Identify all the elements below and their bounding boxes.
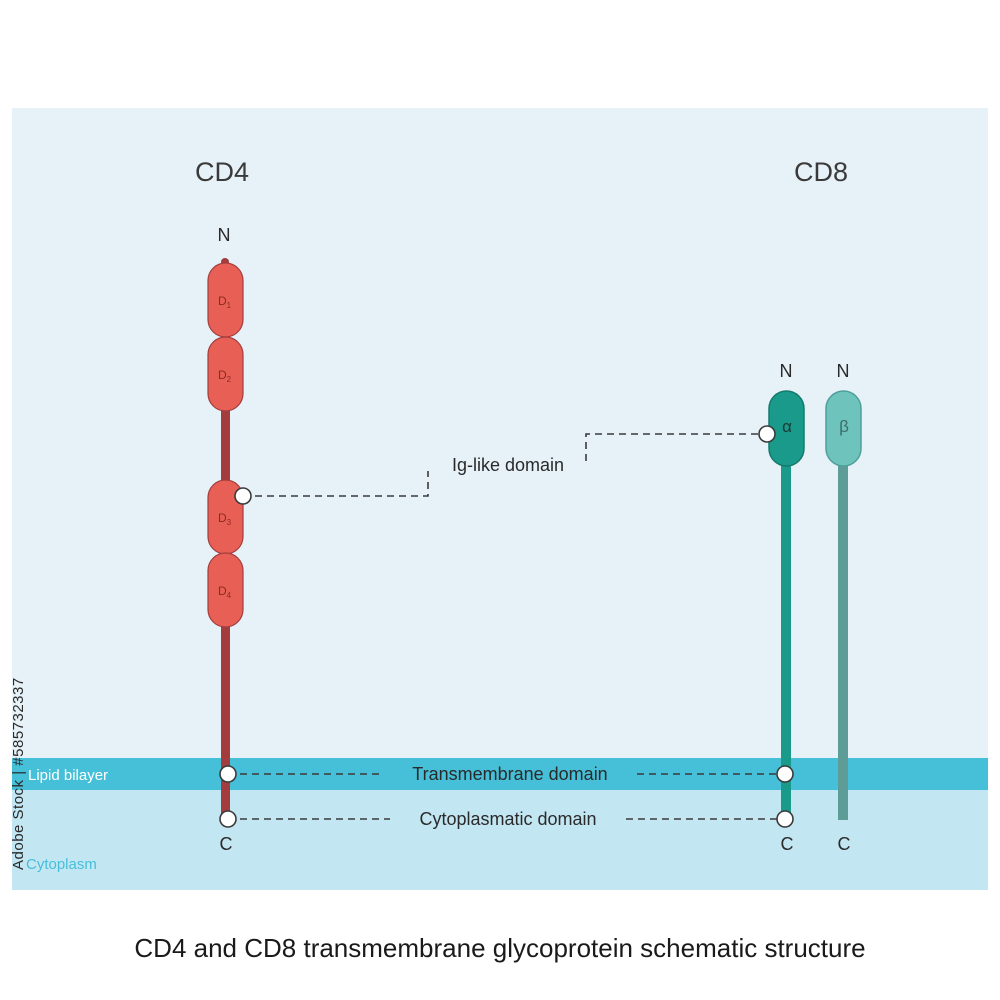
ig-like-pin-cd4 — [234, 487, 252, 505]
cytoplasmatic-pin-cd8 — [776, 810, 794, 828]
cytoplasm-label: Cytoplasm — [26, 856, 97, 873]
cd8-alpha-stalk — [781, 455, 791, 817]
ig-like-annotation: Ig-like domain — [234, 425, 776, 505]
ig-like-leader-right — [585, 433, 767, 461]
ig-like-leader-left — [243, 471, 429, 497]
ig-like-pin-cd8 — [758, 425, 776, 443]
cd8-beta-stalk — [838, 455, 848, 820]
cytoplasm-region — [12, 790, 988, 890]
cd8-beta-symbol: β — [839, 417, 849, 436]
cd8-beta-c-terminus: C — [838, 834, 851, 854]
cd8-alpha-chain: N α C — [768, 361, 805, 854]
cd4-c-terminus: C — [220, 834, 233, 854]
cytoplasmatic-pin-cd4 — [219, 810, 237, 828]
cd8-title: CD8 — [794, 157, 848, 187]
transmembrane-pin-cd4 — [219, 765, 237, 783]
transmembrane-label: Transmembrane domain — [412, 764, 607, 784]
ig-like-label: Ig-like domain — [452, 455, 564, 475]
cd8-beta-domain — [825, 390, 862, 467]
cd8-alpha-symbol: α — [782, 417, 792, 436]
cytoplasmatic-annotation: Cytoplasmatic domain — [219, 809, 794, 829]
stock-id-watermark: Adobe Stock | #585732337 — [10, 677, 27, 870]
transmembrane-pin-cd8 — [776, 765, 794, 783]
figure-caption: CD4 and CD8 transmembrane glycoprotein s… — [134, 933, 865, 963]
transmembrane-annotation: Transmembrane domain — [219, 764, 794, 784]
cd8-beta-chain: N β C — [825, 361, 862, 854]
cd4-n-terminus: N — [218, 225, 231, 245]
cd8-alpha-c-terminus: C — [781, 834, 794, 854]
cd4-title: CD4 — [195, 157, 249, 187]
cd8-beta-n-terminus: N — [837, 361, 850, 381]
cd8-alpha-n-terminus: N — [780, 361, 793, 381]
cd4-domain-4 — [207, 552, 244, 628]
cd4-domain-2 — [207, 336, 244, 412]
lipid-bilayer-region — [12, 758, 988, 790]
cytoplasmatic-label: Cytoplasmatic domain — [419, 809, 596, 829]
lipid-bilayer-label: Lipid bilayer — [28, 767, 108, 784]
